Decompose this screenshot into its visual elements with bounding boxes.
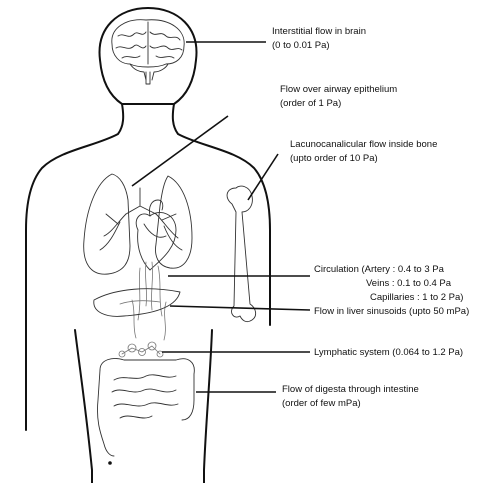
intestine-label-line2: (order of few mPa) <box>282 398 361 409</box>
leader-bone <box>248 154 278 200</box>
circulation-label-line2: Veins : 0.1 to 0.4 Pa <box>366 278 452 289</box>
intestine-label-line1: Flow of digesta through intestine <box>282 384 419 395</box>
circulation-label-line1: Circulation (Artery : 0.4 to 3 Pa <box>314 264 445 275</box>
leader-airway <box>132 116 228 186</box>
bone-label-line1: Lacunocanalicular flow inside bone <box>290 139 437 150</box>
brain-label-line1: Interstitial flow in brain <box>272 26 366 37</box>
heart-icon <box>136 200 176 270</box>
circulation-label-line3: Capillaries : 1 to 2 Pa) <box>370 292 463 303</box>
airway-label-line1: Flow over airway epithelium <box>280 84 397 95</box>
brain-icon <box>112 20 184 84</box>
lymph-label: Lymphatic system (0.064 to 1.2 Pa) <box>314 347 463 358</box>
lymphatic-system-icon <box>119 342 163 357</box>
bone-label-line2: (upto order of 10 Pa) <box>290 153 378 164</box>
liver-icon <box>94 289 180 317</box>
airway-label-line2: (order of 1 Pa) <box>280 98 341 109</box>
leader-liver <box>170 306 310 310</box>
body-outline <box>26 8 270 483</box>
bone-icon <box>227 186 256 322</box>
liver-label: Flow in liver sinusoids (upto 50 mPa) <box>314 306 469 317</box>
intestine-icon <box>97 358 194 464</box>
brain-label-line2: (0 to 0.01 Pa) <box>272 40 330 51</box>
lungs-icon <box>84 174 192 274</box>
